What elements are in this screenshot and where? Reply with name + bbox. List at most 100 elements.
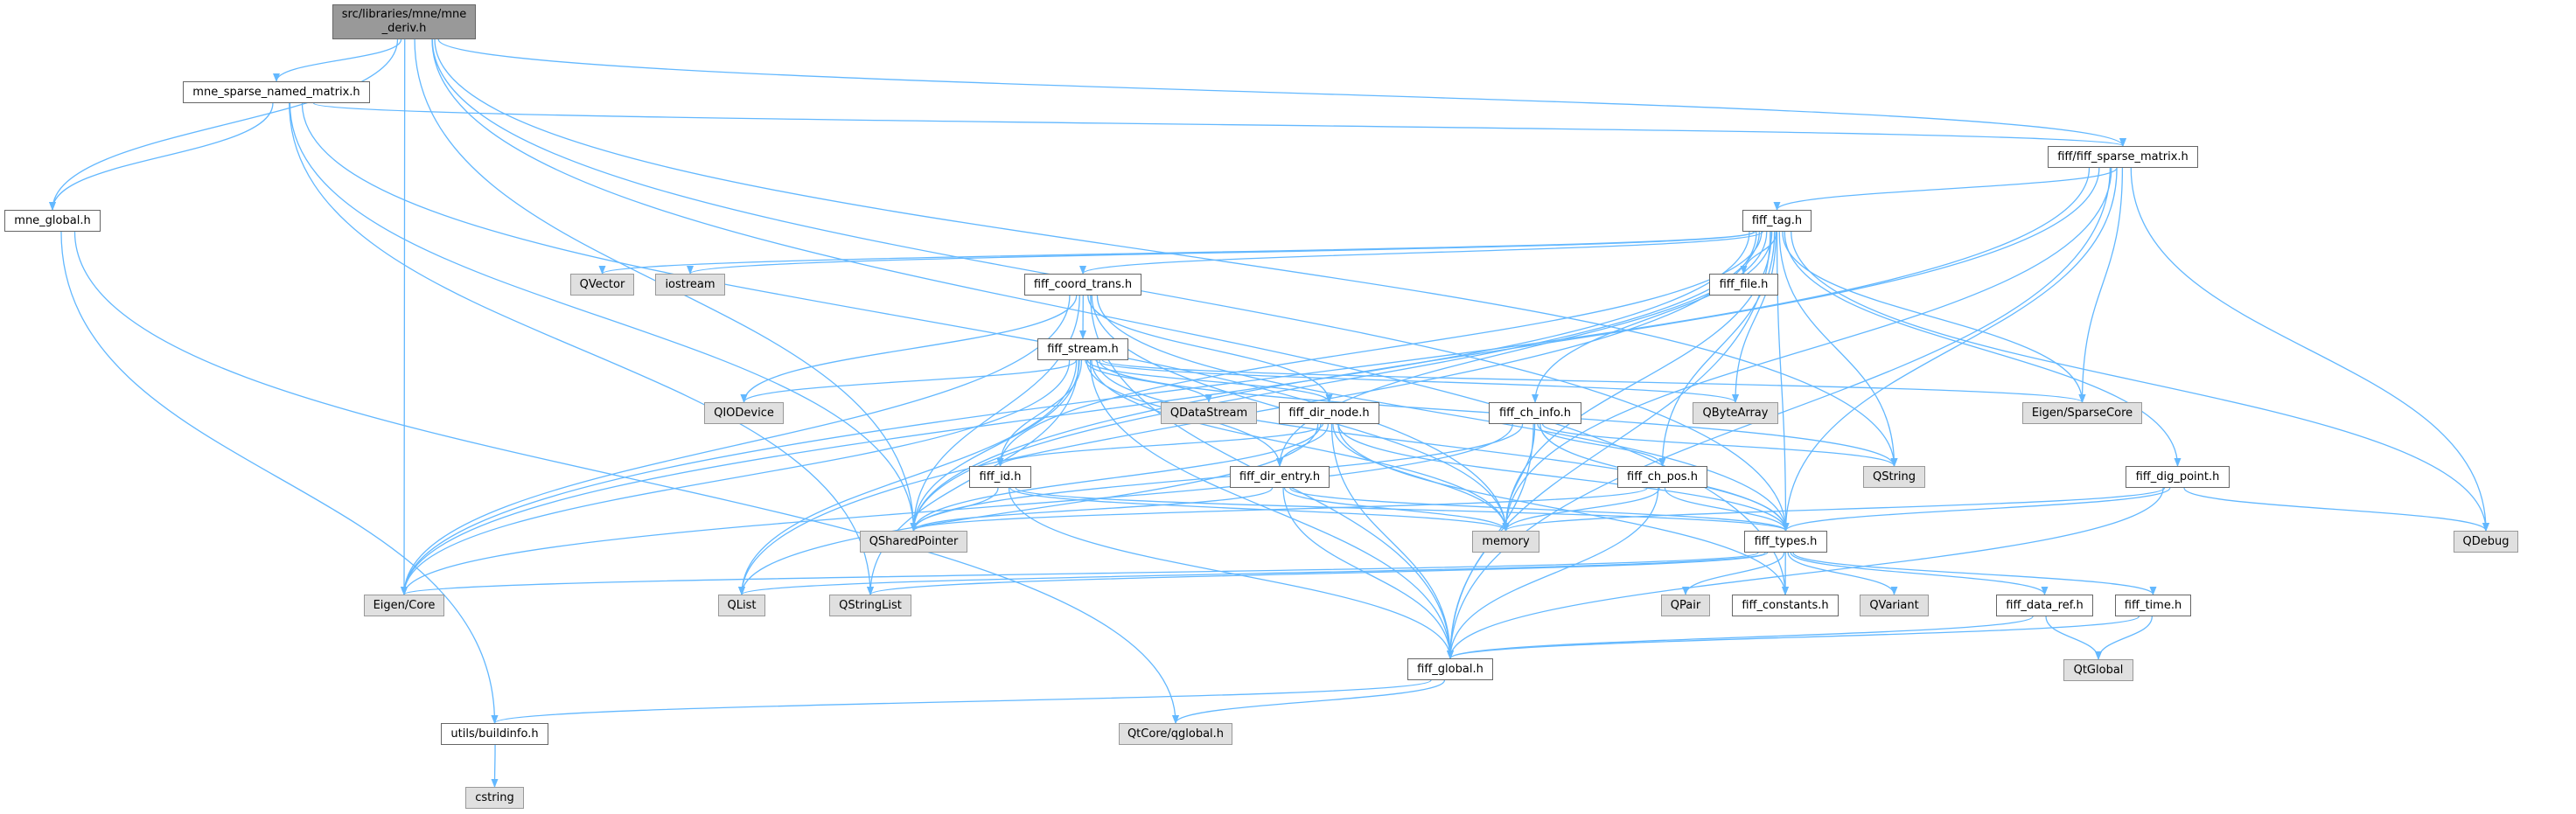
node-main[interactable]: src/libraries/mne/mne_deriv.h (332, 4, 476, 39)
edge-msnm-to-mglobal (49, 102, 274, 211)
node-file[interactable]: fiff_file.h (1709, 274, 1778, 296)
edge-direntry-to-fglobal (1282, 487, 1454, 659)
edge-fglobal-to-buildinfo (491, 679, 1432, 724)
edge-coord-to-qiodevice (740, 295, 1078, 403)
node-fglobal[interactable]: fiff_global.h (1407, 658, 1493, 680)
node-label: QList (727, 599, 757, 612)
edge-types-to-qpair (1682, 552, 1785, 595)
node-coord[interactable]: fiff_coord_trans.h (1024, 274, 1141, 296)
edge-chinfo-to-qstring (1541, 423, 1898, 467)
edge-fsm-to-qdebug (2130, 167, 2489, 532)
node-qlist[interactable]: QList (718, 595, 765, 616)
edge-fglobal-to-qcoreglobal (1172, 679, 1446, 724)
edge-time-to-qtglobal (2095, 616, 2153, 660)
node-constants[interactable]: fiff_constants.h (1732, 595, 1839, 616)
node-mglobal[interactable]: mne_global.h (4, 210, 101, 232)
node-eigencore[interactable]: Eigen/Core (364, 595, 444, 616)
node-label: QByteArray (1702, 407, 1769, 420)
edge-direntry-to-memory (1283, 487, 1510, 532)
edge-chpos-to-types (1664, 487, 1790, 532)
node-label: fiff_dig_point.h (2135, 470, 2220, 484)
node-label: fiff_types.h (1754, 535, 1818, 548)
node-label: QString (1872, 470, 1916, 484)
node-label: fiff/fiff_sparse_matrix.h (2057, 150, 2189, 163)
node-msnm[interactable]: mne_sparse_named_matrix.h (183, 81, 370, 103)
node-cstring[interactable]: cstring (465, 787, 524, 809)
node-label: Eigen/Core (373, 599, 436, 612)
node-label: fiff_time.h (2124, 599, 2182, 612)
node-label: QDataStream (1169, 407, 1248, 420)
edge-fsm-to-fglobal (1447, 167, 2112, 659)
node-qvariant[interactable]: QVariant (1860, 595, 1929, 616)
edge-tag-to-digpoint (1784, 231, 2182, 467)
edge-fsm-to-eigencore (401, 167, 2091, 595)
edge-msnm-to-fsm (312, 102, 2126, 147)
node-qcoreglobal[interactable]: QtCore/qglobal.h (1119, 723, 1232, 745)
node-tag[interactable]: fiff_tag.h (1742, 210, 1812, 232)
node-chpos[interactable]: fiff_ch_pos.h (1617, 466, 1707, 488)
edge-tag-to-coord (1079, 231, 1763, 275)
edge-coord-to-dirnode (1087, 295, 1333, 403)
node-label: QDebug (2462, 535, 2510, 548)
edge-id-to-fglobal (1008, 487, 1454, 659)
edge-digpoint-to-qdebug (2183, 487, 2489, 532)
node-label: fiff_id.h (979, 470, 1022, 484)
edge-fsm-to-types (1782, 167, 2118, 532)
node-time[interactable]: fiff_time.h (2115, 595, 2191, 616)
edge-fsm-to-tag (1773, 167, 2118, 211)
edge-stream-to-qsharedpointer (910, 359, 1080, 532)
edge-fsm-to-memory (1502, 167, 2112, 532)
node-stream[interactable]: fiff_stream.h (1037, 338, 1128, 360)
node-qpair[interactable]: QPair (1661, 595, 1710, 616)
node-fsm[interactable]: fiff/fiff_sparse_matrix.h (2048, 146, 2198, 168)
edge-fsm-to-sparsecore (2078, 167, 2124, 403)
node-qstring[interactable]: QString (1863, 466, 1925, 488)
node-direntry[interactable]: fiff_dir_entry.h (1230, 466, 1330, 488)
node-qdebug[interactable]: QDebug (2454, 531, 2518, 553)
edge-direntry-to-types (1289, 487, 1790, 532)
node-label: QtGlobal (2073, 664, 2124, 677)
node-dataref[interactable]: fiff_data_ref.h (1996, 595, 2093, 616)
node-qbytearray[interactable]: QByteArray (1693, 402, 1778, 424)
edge-digpoint-to-memory (1502, 487, 2166, 532)
edge-dirnode-to-qlist (738, 423, 1319, 595)
edge-main-to-mglobal (49, 38, 399, 211)
node-qiodevice[interactable]: QIODevice (704, 402, 784, 424)
edge-dirnode-to-memory (1332, 423, 1510, 532)
node-types[interactable]: fiff_types.h (1744, 531, 1827, 553)
node-label: utils/buildinfo.h (450, 727, 539, 741)
edge-id-to-memory (1009, 487, 1510, 532)
node-qdatastream[interactable]: QDataStream (1161, 402, 1257, 424)
node-dirnode[interactable]: fiff_dir_node.h (1279, 402, 1379, 424)
edge-coord-to-qsharedpointer (910, 295, 1080, 532)
node-label: fiff_ch_info.h (1498, 407, 1572, 420)
edge-tag-to-qdebug (1791, 231, 2489, 532)
node-qvector[interactable]: QVector (570, 274, 634, 296)
node-chinfo[interactable]: fiff_ch_info.h (1489, 402, 1581, 424)
edge-types-to-time (1792, 552, 2157, 595)
edge-tag-to-chpos (1658, 231, 1776, 467)
node-iostream[interactable]: iostream (655, 274, 725, 296)
node-label: fiff_dir_node.h (1288, 407, 1370, 420)
node-digpoint[interactable]: fiff_dig_point.h (2126, 466, 2230, 488)
node-qsharedpointer[interactable]: QSharedPointer (860, 531, 967, 553)
node-sparsecore[interactable]: Eigen/SparseCore (2022, 402, 2142, 424)
node-buildinfo[interactable]: utils/buildinfo.h (441, 723, 548, 745)
edge-stream-to-qbytearray (1095, 359, 1739, 403)
node-label: fiff_tag.h (1751, 214, 1803, 227)
node-memory[interactable]: memory (1472, 531, 1539, 553)
node-qtglobal[interactable]: QtGlobal (2063, 659, 2133, 681)
node-label: fiff_stream.h (1047, 343, 1119, 356)
node-qstringlist[interactable]: QStringList (829, 595, 911, 616)
edge-chpos-to-memory (1502, 487, 1660, 532)
edge-main-to-eigencore (401, 38, 408, 595)
node-id[interactable]: fiff_id.h (969, 466, 1031, 488)
node-label: cstring (475, 791, 514, 804)
edge-msnm-to-qsharedpointer (289, 102, 918, 532)
edge-stream-to-qiodevice (740, 359, 1078, 403)
edge-types-to-qlist (738, 552, 1766, 595)
edge-dataref-to-fglobal (1447, 616, 2034, 659)
node-label: iostream (665, 278, 716, 291)
edge-chpos-to-fglobal (1447, 487, 1659, 659)
node-label: fiff_dir_entry.h (1239, 470, 1321, 484)
